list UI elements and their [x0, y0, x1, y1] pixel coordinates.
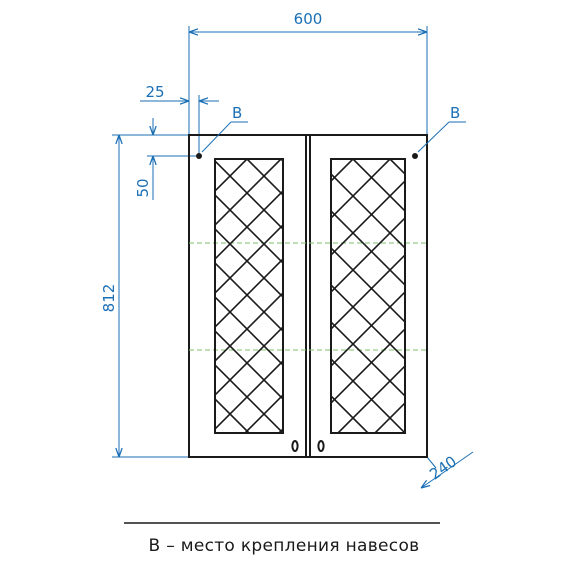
mount-point-left: B: [196, 104, 248, 159]
mount-point-right-label: B: [450, 104, 460, 122]
hinge-offset-y-dimension: 50: [134, 118, 199, 200]
left-lattice: [215, 159, 283, 433]
mount-point-right-dot: [412, 153, 418, 159]
hinge-offset-x-dimension: 25: [140, 83, 219, 155]
hinge-offset-x-label: 25: [145, 83, 164, 101]
right-door-handle: [317, 440, 325, 452]
height-dimension: 812: [100, 134, 189, 458]
hinge-offset-y-label: 50: [134, 178, 152, 197]
legend-text: B – место крепления навесов: [148, 536, 420, 556]
mount-point-right: B: [412, 104, 466, 159]
height-label: 812: [100, 284, 118, 313]
shelf-lines: [189, 242, 427, 351]
right-lattice: [331, 159, 405, 433]
mount-point-left-label: B: [232, 104, 242, 122]
cabinet-body: [188, 134, 428, 458]
left-door-handle: [291, 440, 299, 452]
width-dimension: 600: [188, 10, 428, 135]
width-label: 600: [294, 10, 323, 28]
depth-dimension: 240: [421, 451, 474, 488]
mount-point-left-dot: [196, 153, 202, 159]
depth-label: 240: [426, 452, 460, 483]
left-door: [214, 158, 299, 452]
right-door: [317, 158, 406, 452]
